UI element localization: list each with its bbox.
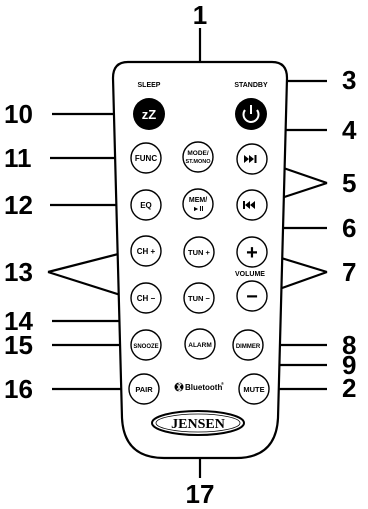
mode-button-label-line1: MODE/ [187, 150, 209, 157]
snooze-button-label: SNOOZE [133, 344, 158, 350]
mute-button-label: MUTE [243, 385, 264, 394]
leader-13a [47, 249, 131, 274]
dimmer-button[interactable] [232, 329, 264, 361]
callout-10: 10 [4, 99, 33, 129]
volume-up-button[interactable] [236, 236, 268, 268]
sleep-button-label: zZ [142, 107, 157, 122]
bluetooth-wordmark: Bluetooth [185, 383, 222, 392]
mem-play-pause-button[interactable] [182, 188, 214, 220]
leader-13b [47, 270, 131, 300]
channel-up-label: CH + [137, 247, 156, 256]
volume-down-button[interactable] [236, 280, 268, 312]
bluetooth-registered-mark: ® [221, 381, 224, 386]
callout-5: 5 [342, 168, 356, 198]
eq-button[interactable] [130, 189, 162, 221]
mode-st-mono-button[interactable] [182, 141, 214, 173]
callout-9: 9 [342, 350, 356, 380]
tune-up-button[interactable] [183, 236, 215, 268]
callout-16: 16 [4, 374, 33, 404]
pair-button[interactable] [128, 373, 160, 405]
sleep-label: SLEEP [138, 82, 161, 89]
channel-up-button[interactable] [130, 235, 162, 267]
tune-down-button[interactable] [183, 282, 215, 314]
previous-track-icon [243, 201, 255, 209]
mute-button[interactable] [238, 373, 270, 405]
callout-4: 4 [342, 115, 357, 145]
channel-down-button[interactable] [130, 282, 162, 314]
callout-14: 14 [4, 306, 33, 336]
mem-button-label-line1: MEM/ [189, 197, 207, 204]
channel-down-label: CH − [137, 294, 156, 303]
alarm-button-label: ALARM [188, 342, 211, 349]
volume-label: VOLUME [235, 271, 265, 278]
callout-6: 6 [342, 213, 356, 243]
callout-numbers: 1 2 3 4 5 6 7 8 9 10 11 12 13 14 15 16 1… [4, 0, 357, 509]
standby-label: STANDBY [234, 82, 268, 89]
callout-15: 15 [4, 330, 33, 360]
alarm-button[interactable] [184, 328, 216, 360]
dimmer-button-label: DIMMER [236, 344, 261, 350]
jensen-logo: JENSEN [151, 410, 245, 436]
callout-13: 13 [4, 257, 33, 287]
eq-button-label: EQ [140, 201, 152, 210]
mode-button-label-line2: ST.MONO [185, 159, 211, 165]
volume-down-label: − [246, 286, 258, 308]
callout-2: 2 [342, 373, 356, 403]
snooze-button[interactable] [130, 329, 162, 361]
pair-button-label: PAIR [135, 385, 153, 394]
func-button-label: FUNC [135, 154, 157, 163]
callout-3: 3 [342, 65, 356, 95]
callout-12: 12 [4, 190, 33, 220]
callout-17: 17 [186, 479, 215, 509]
mem-button-label-line2: ►II [193, 206, 204, 213]
sleep-button[interactable] [133, 98, 165, 130]
tune-up-label: TUN + [188, 248, 210, 257]
power-icon [242, 105, 260, 123]
volume-up-label: + [246, 242, 258, 264]
next-track-icon [244, 155, 257, 163]
callout-8: 8 [342, 330, 356, 360]
jensen-wordmark: JENSEN [171, 417, 225, 432]
callout-1: 1 [193, 0, 207, 30]
func-button[interactable] [130, 142, 162, 174]
callout-7: 7 [342, 257, 356, 287]
bluetooth-logo: Bluetooth ® [174, 381, 224, 392]
callout-11: 11 [4, 143, 32, 173]
tune-down-label: TUN − [188, 294, 210, 303]
